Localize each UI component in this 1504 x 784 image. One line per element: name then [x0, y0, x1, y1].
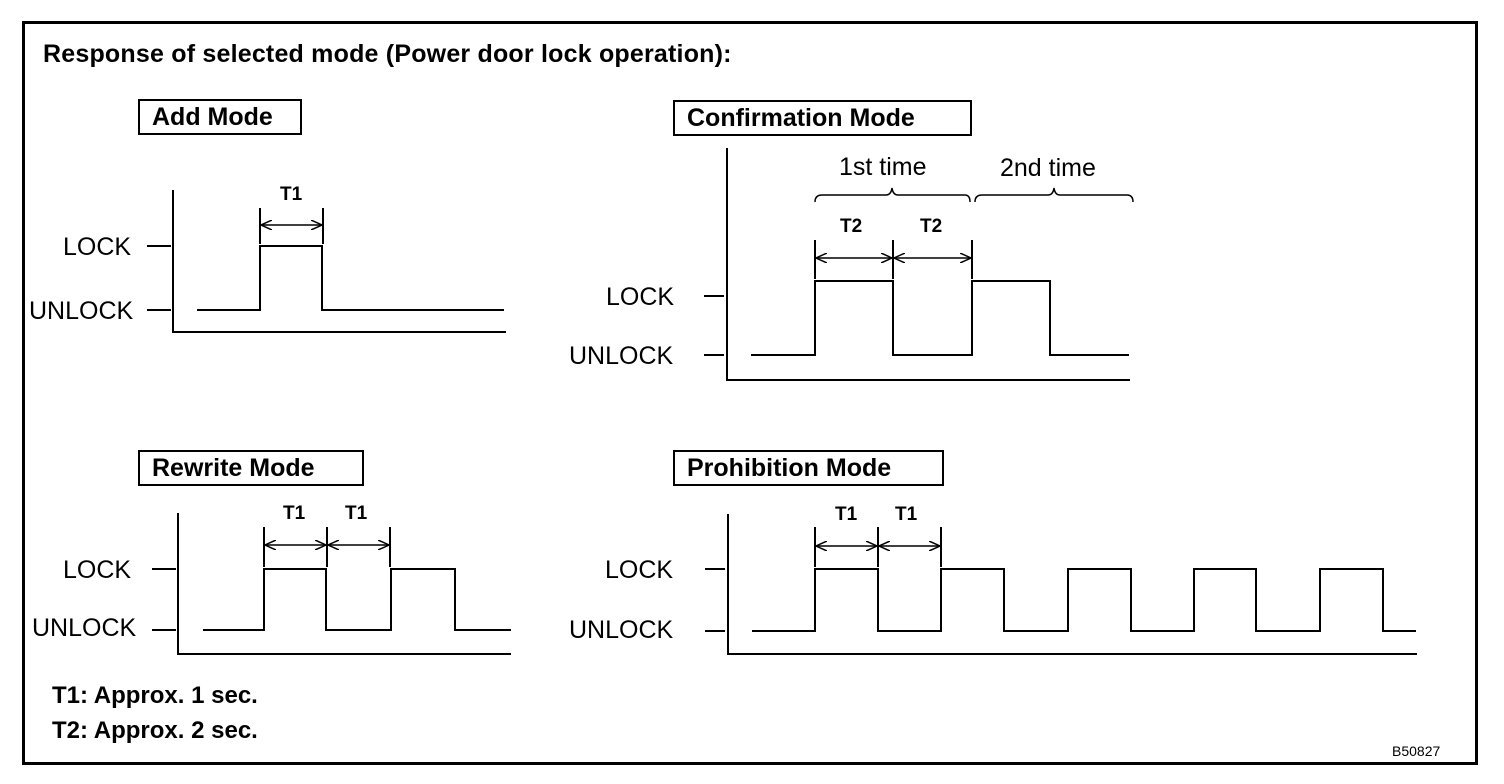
- add-t1-label: T1: [280, 184, 303, 205]
- rewrite-mode-diagram: [152, 513, 511, 655]
- first-time-brace: [814, 187, 971, 203]
- confirmation-t2-first-label: T2: [840, 216, 863, 237]
- prohibition-mode-diagram: [705, 514, 1417, 655]
- rewrite-waveform: [203, 568, 511, 631]
- prohibition-lock-label: LOCK: [605, 556, 674, 584]
- confirmation-unlock-label: UNLOCK: [569, 342, 674, 370]
- rewrite-mode-title: Rewrite Mode: [138, 450, 364, 486]
- second-time-brace: [974, 187, 1134, 203]
- rewrite-unlock-label: UNLOCK: [32, 614, 137, 642]
- diagram-title: Response of selected mode (Power door lo…: [43, 40, 732, 68]
- prohibition-t1-second-label: T1: [895, 504, 918, 525]
- rewrite-axis: [177, 513, 511, 655]
- first-time-label: 1st time: [839, 153, 927, 181]
- add-mode-title: Add Mode: [138, 99, 302, 135]
- add-mode-diagram: [147, 190, 506, 333]
- t2-note: T2: Approx. 2 sec.: [52, 717, 258, 744]
- figure-code: B50827: [1392, 743, 1441, 759]
- add-axis: [172, 190, 506, 333]
- confirmation-t2-second-label: T2: [920, 216, 943, 237]
- rewrite-lock-label: LOCK: [63, 556, 132, 584]
- add-lock-label: LOCK: [63, 233, 132, 261]
- prohibition-t1-first-label: T1: [835, 504, 858, 525]
- confirmation-axis: [726, 148, 1130, 381]
- add-unlock-label: UNLOCK: [29, 297, 134, 325]
- t1-note: T1: Approx. 1 sec.: [52, 682, 258, 709]
- add-waveform: [197, 245, 504, 311]
- confirmation-mode-diagram: [704, 148, 1134, 381]
- second-time-label: 2nd time: [1000, 154, 1096, 182]
- confirmation-mode-title: Confirmation Mode: [673, 100, 972, 136]
- prohibition-axis: [727, 514, 1417, 655]
- prohibition-waveform: [752, 568, 1416, 632]
- rewrite-t1-second-label: T1: [345, 503, 368, 524]
- prohibition-unlock-label: UNLOCK: [569, 616, 674, 644]
- confirmation-lock-label: LOCK: [606, 283, 675, 311]
- confirmation-waveform: [751, 280, 1129, 356]
- rewrite-t1-first-label: T1: [283, 503, 306, 524]
- diagram-frame: [22, 21, 1478, 765]
- prohibition-mode-title: Prohibition Mode: [673, 450, 944, 486]
